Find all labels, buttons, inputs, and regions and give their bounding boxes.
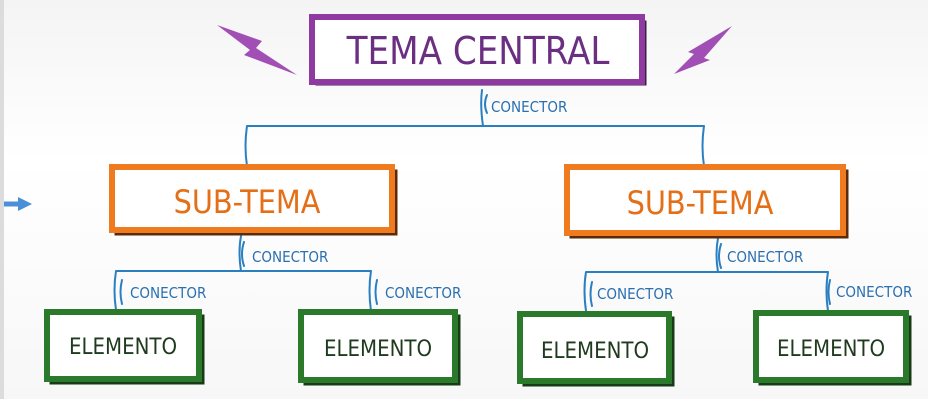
- element-label: ELEMENTO: [69, 335, 177, 360]
- connector-brace-2: [241, 241, 245, 267]
- element-label: ELEMENTO: [777, 337, 885, 362]
- connector-lines: [113, 89, 831, 312]
- element-box: ELEMENTO: [753, 310, 912, 386]
- lightning-left-icon: [217, 25, 297, 75]
- connector-label: CONECTOR: [385, 284, 461, 302]
- subtopic-box: SUB-TEMA: [109, 164, 398, 236]
- element-box: ELEMENTO: [298, 309, 461, 386]
- connector-label: CONECTOR: [836, 283, 912, 301]
- connector-line-central: [244, 89, 705, 167]
- connector-label: CONECTOR: [597, 285, 673, 303]
- subtopic-label: SUB-TEMA: [627, 184, 774, 222]
- element-label: ELEMENTO: [324, 337, 432, 362]
- central-topic-box: TEMA CENTRAL: [309, 14, 647, 86]
- connector-label: CONECTOR: [727, 248, 803, 266]
- connector-label: CONECTOR: [130, 284, 206, 302]
- connector-brace-4: [119, 279, 123, 305]
- subtopic-label: SUB-TEMA: [174, 183, 321, 221]
- side-arrow-icon: [4, 197, 32, 211]
- connector-label: CONECTOR: [491, 98, 567, 116]
- concept-map-canvas: CONECTOR CONECTOR CONECTOR CONECTOR CONE…: [4, 14, 912, 387]
- connector-brace-5: [374, 279, 378, 305]
- connector-line-subtopic-right: [583, 237, 829, 312]
- connector-label: CONECTOR: [252, 248, 328, 266]
- connector-brace-6: [589, 281, 593, 307]
- connector-brace-7: [827, 279, 831, 305]
- subtopic-box: SUB-TEMA: [564, 164, 849, 239]
- connector-line-subtopic-left: [113, 235, 372, 312]
- lightning-right-icon: [674, 26, 732, 74]
- element-label: ELEMENTO: [541, 339, 649, 364]
- connector-brace-1: [484, 94, 488, 114]
- element-box: ELEMENTO: [517, 311, 675, 387]
- element-box: ELEMENTO: [44, 309, 205, 385]
- connector-brace-3: [718, 243, 722, 269]
- central-topic-label: TEMA CENTRAL: [346, 29, 610, 73]
